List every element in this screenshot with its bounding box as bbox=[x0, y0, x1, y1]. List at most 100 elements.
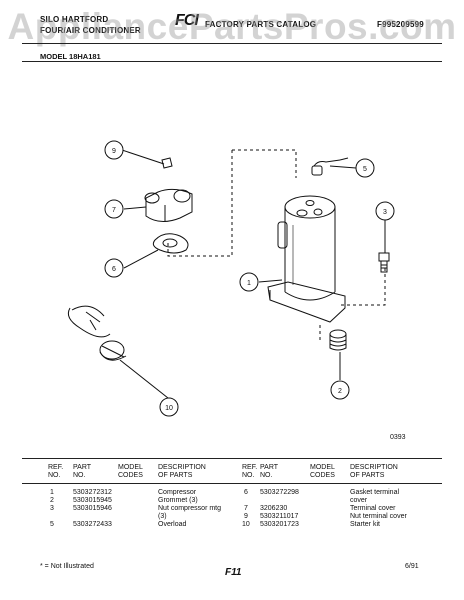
callout-6-circle bbox=[104, 258, 124, 278]
header-model-right: MODEL CODES bbox=[310, 464, 335, 480]
leader-9 bbox=[121, 149, 165, 165]
callout-1-label: 1 bbox=[247, 280, 251, 287]
header-ref-right: REF. NO. bbox=[242, 464, 257, 480]
ref-number: 2 bbox=[50, 497, 54, 504]
leader-10 bbox=[119, 359, 169, 399]
callout-2-label: 2 bbox=[338, 388, 342, 395]
header-part-right: PART NO. bbox=[260, 464, 278, 480]
header-left-line1: SILO HARTFORD bbox=[40, 15, 109, 24]
callout-3-label: 3 bbox=[383, 209, 387, 216]
part-number: 5303272312 bbox=[73, 489, 112, 496]
leader-5 bbox=[329, 165, 357, 169]
callout-9-circle bbox=[104, 140, 124, 160]
header-desc-left: DESCRIPTION OF PARTS bbox=[158, 464, 206, 480]
header-ref-left: REF. NO. bbox=[48, 464, 63, 480]
callout-6-label: 6 bbox=[112, 266, 116, 273]
part-number: 5303272433 bbox=[73, 521, 112, 528]
revision-date: 6/91 bbox=[405, 563, 419, 570]
part-number: 5303015945 bbox=[73, 497, 112, 504]
table-row: 3 bbox=[50, 505, 54, 513]
part-description: Terminal cover bbox=[350, 505, 396, 512]
model-rule bbox=[22, 61, 442, 62]
part-number: 5303211017 bbox=[260, 513, 299, 520]
part-description: Compressor bbox=[158, 489, 197, 496]
header-left-line2: FOUR/AIR CONDITIONER bbox=[40, 26, 141, 35]
header-model-line1: MODEL bbox=[310, 464, 335, 471]
callout-3-circle bbox=[375, 201, 395, 221]
ref-number: 10 bbox=[242, 521, 250, 528]
compressor-nut-drawing bbox=[378, 252, 390, 273]
leader-7 bbox=[123, 206, 147, 210]
callout-1-circle bbox=[239, 272, 259, 292]
ref-number: 7 bbox=[244, 505, 248, 512]
ref-number: 6 bbox=[244, 489, 248, 496]
header-model-line1: MODEL bbox=[118, 464, 143, 471]
overload-drawing bbox=[311, 157, 349, 176]
watermark: AppliancePartsPros.com bbox=[7, 6, 457, 47]
part-description-cont: cover bbox=[350, 497, 368, 504]
header-ref-line2: NO. bbox=[48, 472, 61, 479]
header-desc-line2: OF PARTS bbox=[158, 472, 193, 479]
table-row: 2 bbox=[50, 497, 54, 505]
header-ref-line1: REF. bbox=[48, 464, 64, 471]
header-ref-line1: REF. bbox=[242, 464, 258, 471]
header-ref-line2: NO. bbox=[242, 472, 255, 479]
gasket-drawing bbox=[152, 233, 189, 254]
header-model-line2: CODES bbox=[310, 472, 335, 479]
grommet-drawing bbox=[329, 329, 347, 351]
part-description: Gasket terminal bbox=[350, 489, 400, 496]
callout-10-circle bbox=[159, 397, 179, 417]
ref-number: 9 bbox=[244, 513, 248, 520]
dashed-connector-overload bbox=[232, 149, 297, 178]
header-part-line1: PART bbox=[260, 464, 279, 471]
header-model-left: MODEL CODES bbox=[118, 464, 143, 480]
table-row: 10 bbox=[242, 521, 250, 529]
callout-7-circle bbox=[104, 199, 124, 219]
header-part-left: PART NO. bbox=[73, 464, 91, 480]
header-rule bbox=[22, 43, 442, 44]
part-number: 5303201723 bbox=[260, 521, 299, 528]
callout-9-label: 9 bbox=[112, 148, 116, 155]
document-number: F995209599 bbox=[377, 20, 424, 29]
header-desc-right: DESCRIPTION OF PARTS bbox=[350, 464, 398, 480]
callout-7-label: 7 bbox=[112, 207, 116, 214]
callout-10-label: 10 bbox=[165, 405, 173, 412]
starter-kit-drawing bbox=[67, 305, 127, 361]
dashed-connector-nut bbox=[340, 268, 386, 306]
nut-terminal-cover-drawing bbox=[161, 157, 173, 169]
fci-logo: FCI bbox=[175, 12, 199, 29]
header-part-line1: PART bbox=[73, 464, 92, 471]
header-desc-line1: DESCRIPTION bbox=[350, 464, 398, 471]
header-desc-line2: OF PARTS bbox=[350, 472, 385, 479]
part-description: Nut terminal cover bbox=[350, 513, 407, 520]
header-part-line2: NO. bbox=[73, 472, 86, 479]
part-description: Starter kit bbox=[350, 521, 380, 528]
leader-6 bbox=[123, 249, 159, 269]
table-top-rule bbox=[22, 458, 442, 459]
model-label: MODEL 18HA181 bbox=[40, 52, 101, 61]
part-number: 3206230 bbox=[260, 505, 288, 512]
header-underline-rule bbox=[22, 483, 442, 484]
terminal-cover-drawing bbox=[144, 188, 193, 222]
header-part-line2: NO. bbox=[260, 472, 273, 479]
table-row: 5 bbox=[50, 521, 54, 529]
figure-code: 0393 bbox=[390, 434, 406, 441]
table-row: 6 bbox=[244, 489, 248, 497]
table-row: 7 bbox=[244, 505, 248, 513]
part-description: Overload bbox=[158, 521, 187, 528]
not-illustrated-note: * = Not Illustrated bbox=[40, 563, 94, 570]
header-center-title: FACTORY PARTS CATALOG bbox=[205, 20, 317, 29]
header-desc-line1: DESCRIPTION bbox=[158, 464, 206, 471]
leader-1 bbox=[258, 279, 283, 283]
part-number: 5303015946 bbox=[73, 505, 112, 512]
part-description: Nut compressor mtg bbox=[158, 505, 222, 512]
part-description: Grommet (3) bbox=[158, 497, 198, 504]
compressor-drawing bbox=[267, 195, 346, 323]
table-row: 1 bbox=[50, 489, 54, 497]
ref-number: 5 bbox=[50, 521, 54, 528]
part-description-cont: (3) bbox=[158, 513, 167, 520]
header-model-line2: CODES bbox=[118, 472, 143, 479]
callout-5-label: 5 bbox=[363, 166, 367, 173]
part-number: 5303272298 bbox=[260, 489, 299, 496]
